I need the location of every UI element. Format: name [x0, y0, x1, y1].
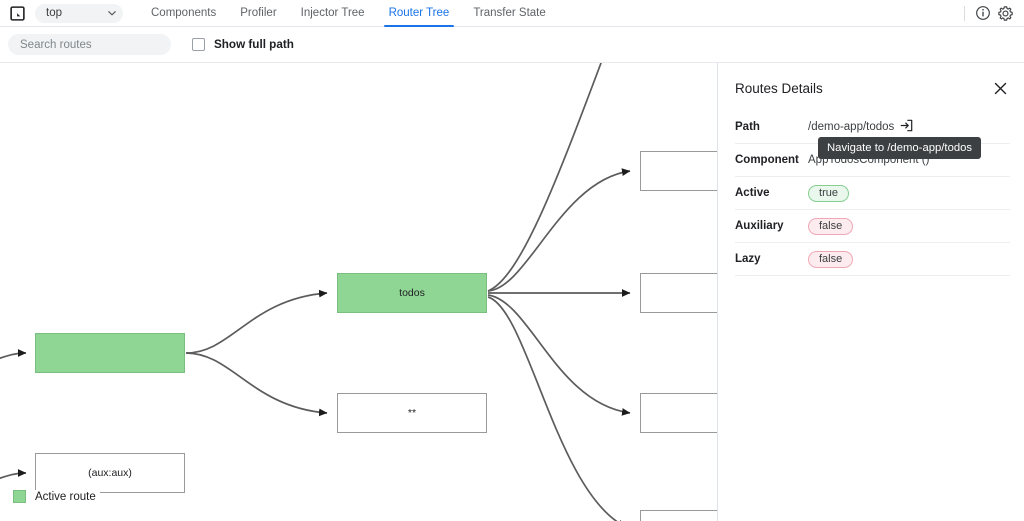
route-node-aux[interactable]: (aux:aux): [35, 453, 185, 493]
route-node-about-1[interactable]: /ab: [640, 151, 717, 191]
tab-label: Injector Tree: [300, 7, 365, 19]
frame-selector[interactable]: top: [35, 3, 123, 23]
route-node-wildcard[interactable]: **: [337, 393, 487, 433]
property-key: Auxiliary: [735, 220, 784, 232]
active-route-legend-label: Active route: [35, 490, 96, 503]
route-node-label: **: [407, 407, 417, 419]
tab-label: Profiler: [240, 7, 277, 19]
inspect-element-icon[interactable]: [7, 3, 27, 23]
graph-legend: Active route: [13, 490, 100, 503]
property-value-wrap: /demo-app/todos: [808, 119, 913, 135]
show-full-path-label: Show full path: [214, 38, 294, 51]
tab-bar: Components Profiler Injector Tree Router…: [139, 0, 558, 27]
tab-router-tree[interactable]: Router Tree: [377, 0, 462, 27]
route-property-auxiliary: Auxiliary false: [735, 210, 1010, 243]
route-properties-list: Path /demo-app/todos Component AppTodosC…: [718, 111, 1024, 276]
route-node-label: (aux:aux): [88, 467, 132, 479]
tab-label: Components: [151, 7, 217, 19]
frame-selector-value: top: [46, 7, 62, 19]
router-tree-canvas[interactable]: todos ** (aux:aux) /ab /ab /rou: [0, 63, 717, 521]
routes-details-panel: Routes Details Path /demo-app/todos: [717, 63, 1024, 521]
close-icon[interactable]: [990, 78, 1010, 98]
gear-icon[interactable]: [994, 2, 1016, 24]
property-key: Lazy: [735, 253, 761, 265]
toolbar-divider: [964, 5, 965, 21]
route-node-route[interactable]: /rou: [640, 393, 717, 433]
toolbar-actions: [962, 0, 1024, 27]
property-key: Active: [735, 187, 770, 199]
property-value-wrap: false: [808, 250, 854, 268]
tab-label: Transfer State: [473, 7, 546, 19]
route-node-todos[interactable]: todos: [337, 273, 487, 313]
status-badge: false: [808, 217, 854, 235]
navigate-to-route-icon[interactable]: [900, 119, 913, 135]
chevron-down-icon: [107, 8, 117, 18]
property-value: /demo-app/todos: [808, 121, 895, 133]
router-tree-edges: [0, 63, 631, 521]
tab-components[interactable]: Components: [139, 0, 228, 27]
show-full-path-checkbox[interactable]: [192, 38, 205, 51]
tab-profiler[interactable]: Profiler: [228, 0, 288, 27]
status-badge: true: [808, 184, 849, 202]
property-value-wrap: true: [808, 184, 849, 202]
panel-header: Routes Details: [718, 63, 1024, 98]
route-property-lazy: Lazy false: [735, 243, 1010, 276]
show-full-path-toggle[interactable]: Show full path: [192, 38, 294, 51]
filter-bar: Show full path: [0, 27, 1024, 63]
tab-label: Router Tree: [388, 7, 450, 19]
top-toolbar: top Components Profiler Injector Tree Ro…: [0, 0, 1024, 27]
property-key: Path: [735, 121, 760, 133]
search-routes-input[interactable]: [8, 34, 171, 55]
info-circle-icon[interactable]: [972, 2, 994, 24]
panel-title: Routes Details: [735, 80, 823, 96]
route-node-bottom[interactable]: [640, 510, 717, 521]
property-value-wrap: false: [808, 217, 854, 235]
route-node-about-2[interactable]: /ab: [640, 273, 717, 313]
status-badge: false: [808, 250, 854, 268]
route-property-active: Active true: [735, 177, 1010, 210]
route-node-root[interactable]: [35, 333, 185, 373]
tab-transfer-state[interactable]: Transfer State: [461, 0, 557, 27]
active-route-swatch: [13, 490, 26, 503]
property-key: Component: [735, 154, 799, 166]
route-node-label: todos: [399, 287, 425, 299]
tab-injector-tree[interactable]: Injector Tree: [289, 0, 377, 27]
navigate-tooltip: Navigate to /demo-app/todos: [818, 137, 982, 159]
